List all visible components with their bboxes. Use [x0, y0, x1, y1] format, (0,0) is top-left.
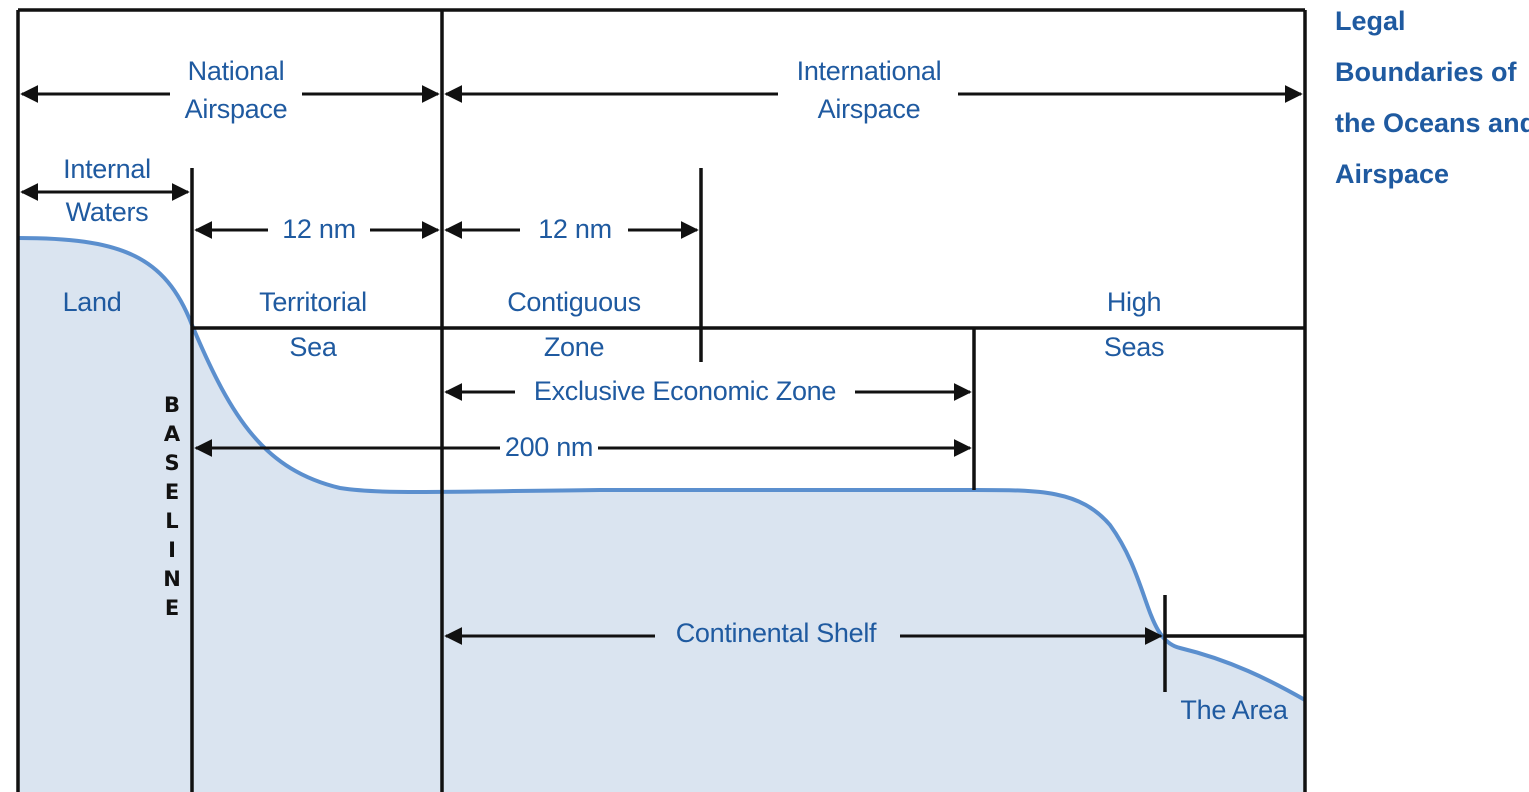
title-line: the Oceans and — [1335, 108, 1529, 138]
baseline-label: B A S E L I N E — [163, 393, 181, 620]
land-label: Land — [63, 287, 122, 317]
internal-waters-label-line1: Internal — [63, 154, 151, 184]
diagram-title: Legal Boundaries of the Oceans and Airsp… — [1335, 6, 1529, 189]
contiguous-zone-label-line1: Contiguous — [507, 287, 641, 317]
territorial-12nm-label: 12 nm — [282, 214, 356, 244]
territorial-sea-label-line1: Territorial — [259, 287, 367, 317]
title-line: Legal — [1335, 6, 1406, 36]
baseline-letter: B — [164, 393, 180, 417]
high-seas-label-line1: High — [1107, 287, 1161, 317]
internal-waters-label-line2: Waters — [66, 197, 149, 227]
title-line: Boundaries of — [1335, 57, 1518, 87]
international-airspace-label-line2: Airspace — [818, 94, 921, 124]
national-airspace-label-line1: National — [188, 56, 285, 86]
high-seas-label-line2: Seas — [1104, 332, 1164, 362]
continental-shelf-label: Continental Shelf — [676, 618, 877, 648]
baseline-letter: L — [165, 509, 178, 533]
seabed-profile-line — [17, 236, 1306, 702]
baseline-letter: A — [164, 422, 181, 446]
baseline-letter: E — [165, 596, 179, 620]
eez-label: Exclusive Economic Zone — [534, 376, 836, 406]
contiguous-12nm-label: 12 nm — [538, 214, 612, 244]
contiguous-zone-label-line2: Zone — [544, 332, 604, 362]
baseline-letter: N — [163, 567, 181, 591]
national-airspace-label-line2: Airspace — [185, 94, 288, 124]
international-airspace-label-line1: International — [797, 56, 942, 86]
the-area-label: The Area — [1180, 695, 1288, 725]
two-hundred-nm-label: 200 nm — [505, 432, 593, 462]
seabed-fill — [18, 238, 1305, 792]
territorial-sea-label-line2: Sea — [289, 332, 337, 362]
title-line: Airspace — [1335, 159, 1449, 189]
baseline-letter: E — [165, 480, 179, 504]
baseline-letter: S — [164, 451, 179, 475]
baseline-letter: I — [168, 538, 176, 562]
